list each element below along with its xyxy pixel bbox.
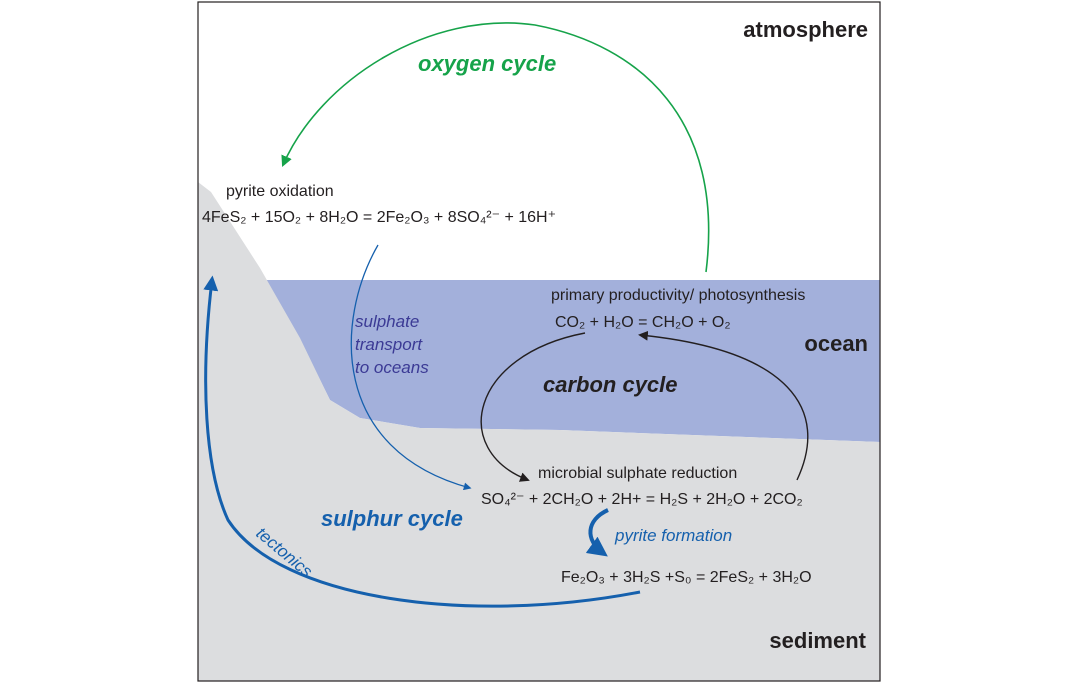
sulphate-transport-label: sulphate transport to oceans <box>355 312 429 377</box>
photosynthesis-title: primary productivity/ photosynthesis <box>551 287 805 304</box>
sulphate-transport-arrow <box>350 244 472 491</box>
sulphate-reduction-equation: SO₄²⁻ + 2CH₂O + 2H+ = H₂S + 2H₂O + 2CO₂ <box>481 491 803 508</box>
sulphate-transport-line-2: transport <box>355 335 423 354</box>
sulphur-cycle-label: sulphur cycle <box>321 506 463 531</box>
diagram-frame <box>197 1 881 682</box>
carbon-cycle-label: carbon cycle <box>543 372 678 397</box>
ocean-area <box>266 280 880 442</box>
tectonics-arrow <box>203 275 641 608</box>
sulphate-transport-line-1: sulphate <box>355 312 419 331</box>
sulphate-transport-line-3: to oceans <box>355 358 429 377</box>
carbon-cycle-up-arrow <box>638 330 809 481</box>
pyrite-formation-arrow <box>585 508 609 557</box>
ocean-label: ocean <box>804 331 868 356</box>
pyrite-formation-equation: Fe₂O₃ + 3H₂S +S₀ = 2FeS₂ + 3H₂O <box>561 569 812 586</box>
carbon-cycle-down-arrow <box>480 332 586 482</box>
atmosphere-label: atmosphere <box>743 17 868 42</box>
pyrite-oxidation-title: pyrite oxidation <box>226 183 334 200</box>
sulphate-reduction-title: microbial sulphate reduction <box>538 465 737 482</box>
oxygen-cycle-label: oxygen cycle <box>418 51 556 76</box>
pyrite-oxidation-equation: 4FeS₂ + 15O₂ + 8H₂O = 2Fe₂O₃ + 8SO₄²⁻ + … <box>202 209 556 226</box>
oxygen-cycle-arrow <box>281 22 710 273</box>
pyrite-formation-title: pyrite formation <box>614 526 732 545</box>
sediment-area <box>198 182 880 681</box>
sediment-label: sediment <box>769 628 866 653</box>
photosynthesis-equation: CO₂ + H₂O = CH₂O + O₂ <box>555 314 731 331</box>
